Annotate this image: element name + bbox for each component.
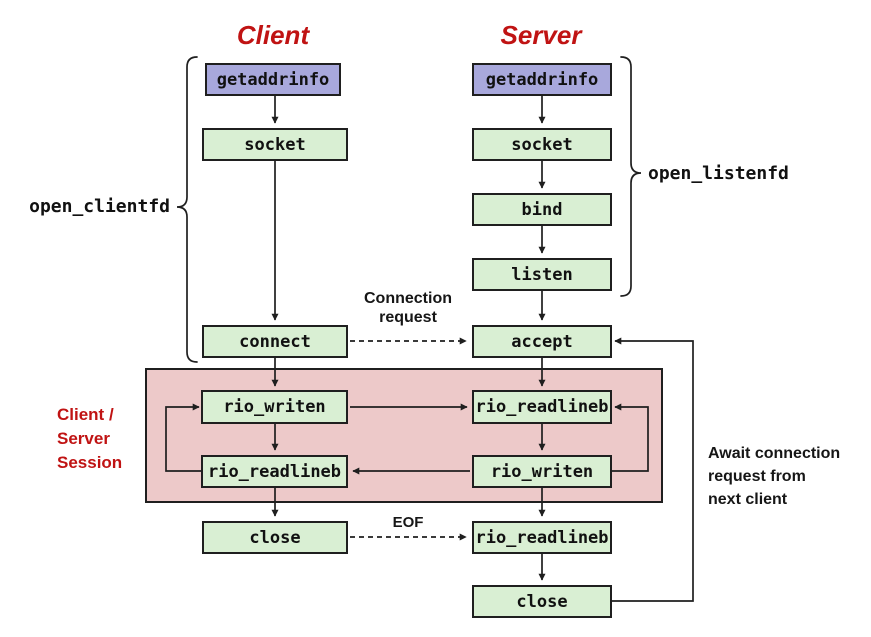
connection-request-label: Connection request xyxy=(352,289,464,327)
server-box-rio-readlineb-2: rio_readlineb xyxy=(472,521,612,554)
client-box-rio-readlineb: rio_readlineb xyxy=(201,455,348,488)
server-box-accept: accept xyxy=(472,325,612,358)
server-box-getaddrinfo: getaddrinfo xyxy=(472,63,612,96)
await-connection-label: Await connection request from next clien… xyxy=(708,442,840,511)
server-box-close: close xyxy=(472,585,612,618)
await-label-line-2: request from xyxy=(708,468,806,485)
session-label-line-2: Server xyxy=(57,429,110,448)
session-label-line-3: Session xyxy=(57,453,123,472)
client-box-connect: connect xyxy=(202,325,348,358)
client-box-rio-writen: rio_writen xyxy=(201,390,348,424)
server-box-bind: bind xyxy=(472,193,612,226)
open-clientfd-label: open_clientfd xyxy=(29,196,170,217)
client-box-socket: socket xyxy=(202,128,348,161)
connection-request-line-2: request xyxy=(379,309,437,326)
client-box-close: close xyxy=(202,521,348,554)
await-label-line-1: Await connection xyxy=(708,445,841,462)
server-box-socket: socket xyxy=(472,128,612,161)
server-box-rio-writen: rio_writen xyxy=(472,455,612,488)
client-box-getaddrinfo: getaddrinfo xyxy=(205,63,341,96)
open-listenfd-label: open_listenfd xyxy=(648,163,789,184)
session-label: Client / Server Session xyxy=(57,403,122,475)
connection-request-line-1: Connection xyxy=(364,290,452,307)
server-box-rio-readlineb-1: rio_readlineb xyxy=(472,390,612,424)
server-column-title: Server xyxy=(500,20,582,50)
client-column-title: Client xyxy=(236,20,310,50)
server-box-listen: listen xyxy=(472,258,612,291)
session-label-line-1: Client / xyxy=(57,405,114,424)
await-label-line-3: next client xyxy=(708,491,788,508)
eof-label: EOF xyxy=(392,514,424,531)
